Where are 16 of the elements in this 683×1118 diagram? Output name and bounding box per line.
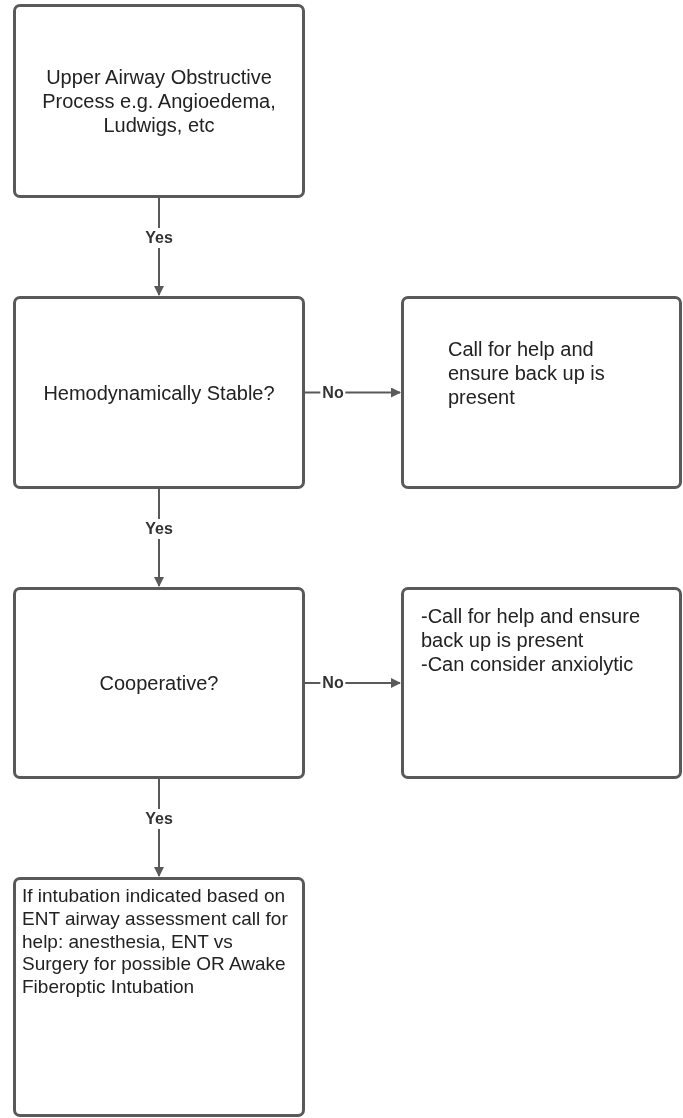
process-box [13,4,305,198]
edge-label: Yes [143,809,175,829]
process-box [13,877,305,1117]
box-text: Call for help and ensure back up is present [448,337,606,409]
box-text: -Can consider anxiolytic [421,652,634,676]
box-text: Upper Airway Obstructive Process e.g. Angioedema, Ludwigs, etc [41,65,277,137]
box-text: If intubation indicated based on ENT airway assessment call for help: anesthesia, ENT vs Surgery for possible OR Awake Fiberoptic Intubation [22,885,289,999]
box-text: -Call for help and ensure back up is present [421,604,641,652]
edge-label: Yes [143,519,175,539]
edge-label: Yes [143,228,175,248]
box-text: Hemodynamically Stable? [43,380,275,405]
process-box [13,296,305,489]
box-text: Cooperative? [99,671,219,695]
process-box [401,296,682,489]
process-box [401,587,682,779]
process-box [13,587,305,779]
